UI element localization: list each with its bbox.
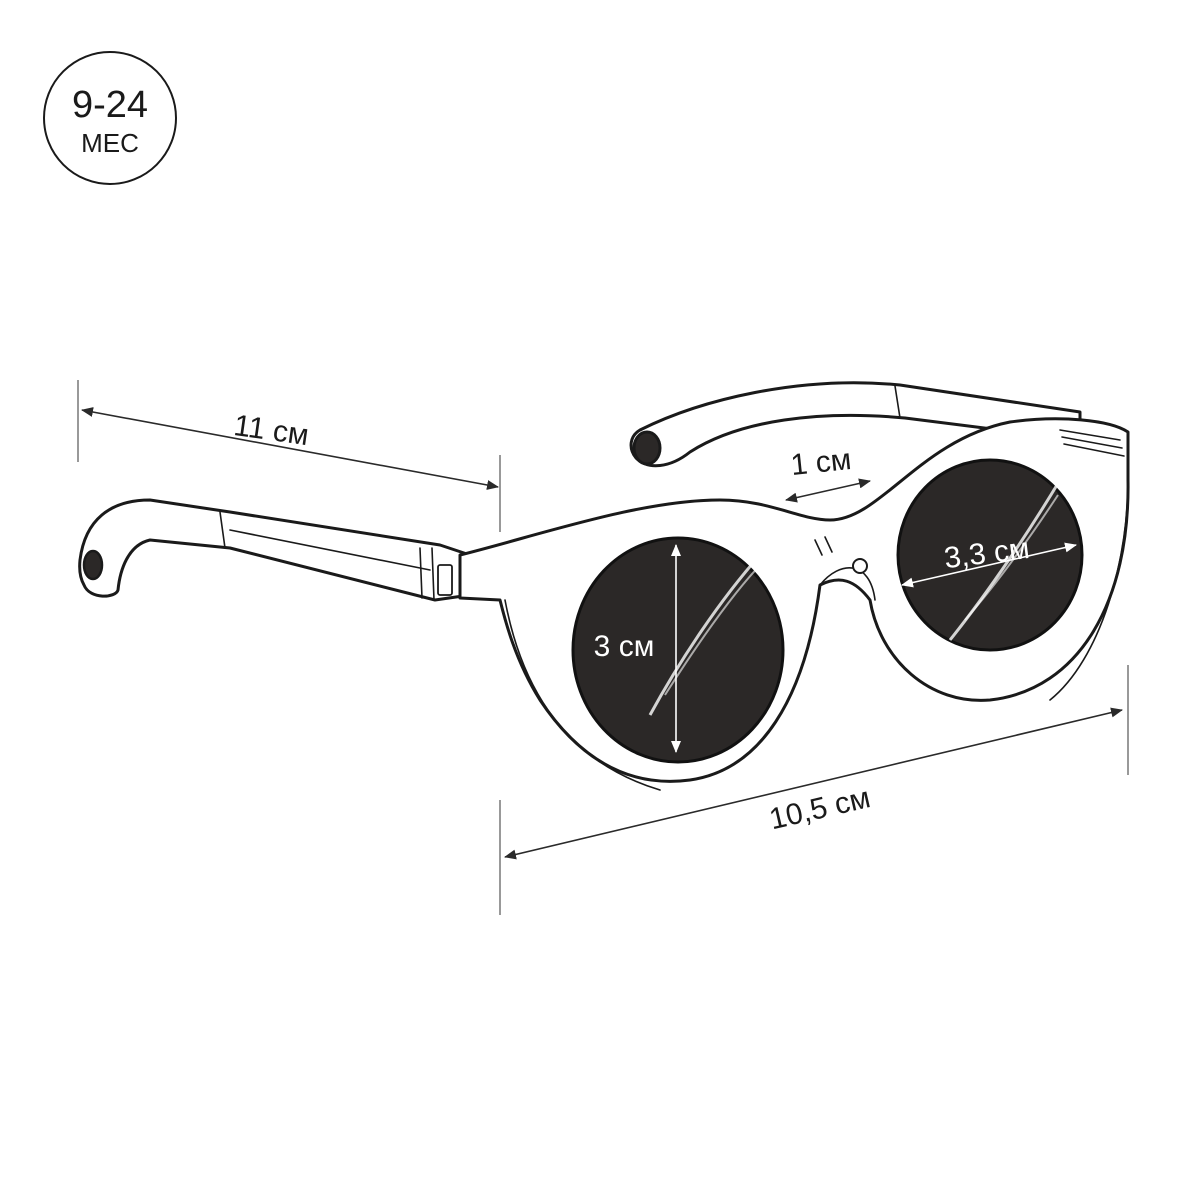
bridge-label: 1 см bbox=[789, 443, 853, 482]
dimension-bridge: 1 см bbox=[785, 443, 871, 503]
frame-width-label: 10,5 см bbox=[766, 781, 873, 836]
age-badge: 9-24 МЕС bbox=[43, 51, 177, 185]
far-temple-arm bbox=[629, 381, 1082, 468]
lens-height-label: 3 см bbox=[594, 630, 655, 663]
near-temple-arm bbox=[78, 498, 472, 602]
age-unit: МЕС bbox=[81, 128, 139, 158]
age-range: 9-24 bbox=[72, 84, 148, 126]
temple-length-label: 11 см bbox=[232, 409, 311, 452]
